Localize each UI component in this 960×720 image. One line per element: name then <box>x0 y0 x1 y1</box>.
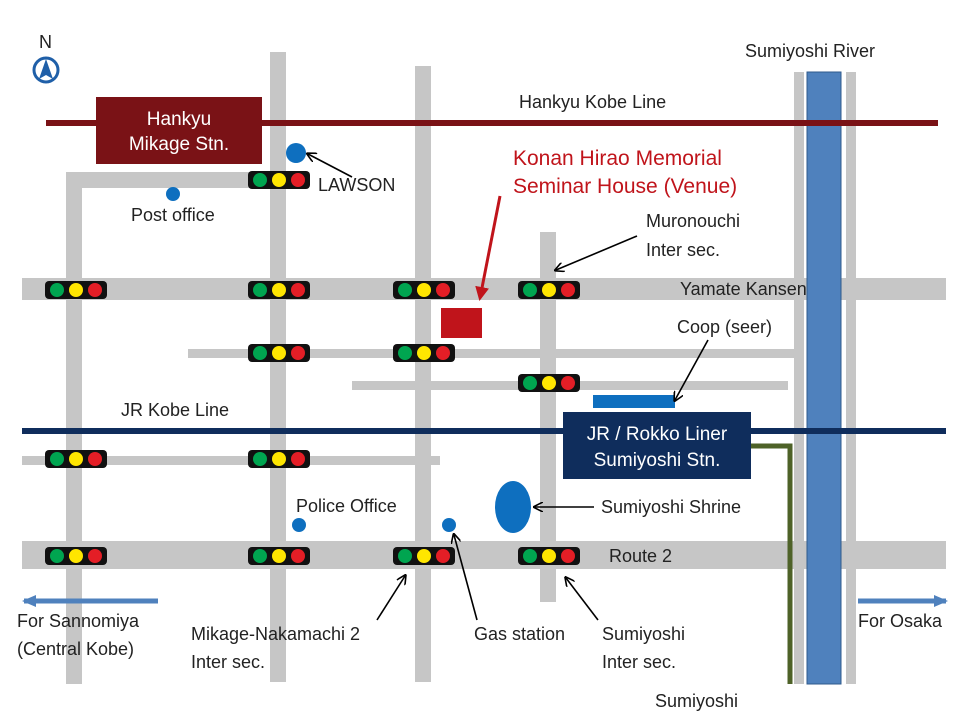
jr-station-name-2: Sumiyoshi Stn. <box>594 450 721 471</box>
road-post-office <box>66 172 286 188</box>
hankyu-station-name-2: Mikage Stn. <box>129 134 229 155</box>
lawson-arrow <box>308 154 353 178</box>
lawson-label: LAWSON <box>318 175 395 195</box>
jr-kobe-line <box>22 428 946 434</box>
osaka-label: For Osaka <box>858 611 943 631</box>
north-arrow-icon <box>32 56 60 84</box>
sumiyoshi-inter-label: Sumiyoshi <box>602 624 685 644</box>
sumiyoshi-shrine-marker <box>495 481 531 533</box>
traffic-signal-icon <box>248 547 310 565</box>
route-2-label: Route 2 <box>609 546 672 566</box>
muronouchi-label: Muronouchi <box>646 211 740 231</box>
jr-station-name: JR / Rokko Liner <box>587 424 728 445</box>
sannomiya-label: For Sannomiya <box>17 611 140 631</box>
gas-station-arrow <box>454 535 478 621</box>
hankyu-line-label: Hankyu Kobe Line <box>519 92 666 112</box>
venue-arrow <box>475 195 502 301</box>
road-river-west <box>794 72 804 684</box>
gas-station-label: Gas station <box>474 624 565 644</box>
traffic-signal-icon <box>518 547 580 565</box>
jr-line-label: JR Kobe Line <box>121 400 229 420</box>
sannomiya-label-2: (Central Kobe) <box>17 639 134 659</box>
jr-sumiyoshi-station <box>563 412 751 479</box>
traffic-signals <box>45 171 580 565</box>
police-office-label: Police Office <box>296 496 397 516</box>
nakamachi-label-2: Inter sec. <box>191 652 265 672</box>
yamate-kansen-label: Yamate Kansen <box>680 279 807 299</box>
road-river-east <box>846 72 856 684</box>
coop-label: Coop (seer) <box>677 317 772 337</box>
compass-letter: N <box>39 32 52 52</box>
coop-arrow <box>675 339 709 400</box>
venue-label: Konan Hirao Memorial <box>513 147 722 170</box>
venue-label-2: Seminar House (Venue) <box>513 175 737 198</box>
sumiyoshi-bottom-label: Sumiyoshi <box>655 691 738 711</box>
nakamachi-label: Mikage-Nakamachi 2 <box>191 624 360 644</box>
hankyu-station-name: Hankyu <box>147 109 211 130</box>
hankyu-mikage-station <box>96 97 262 164</box>
traffic-signal-icon <box>45 281 107 299</box>
traffic-signal-icon <box>248 281 310 299</box>
traffic-signal-icon <box>393 281 455 299</box>
traffic-signal-icon <box>45 450 107 468</box>
shrine-label: Sumiyoshi Shrine <box>601 497 741 517</box>
traffic-signal-icon <box>248 344 310 362</box>
lawson-marker <box>286 143 306 163</box>
traffic-signal-icon <box>393 547 455 565</box>
sumiyoshi-inter-label-2: Inter sec. <box>602 652 676 672</box>
post-office-marker <box>166 187 180 201</box>
traffic-signal-icon <box>393 344 455 362</box>
traffic-signal-icon <box>248 450 310 468</box>
police-office-marker <box>292 518 306 532</box>
venue-marker <box>441 308 482 338</box>
traffic-signal-icon <box>248 171 310 189</box>
road-sumiyoshi <box>540 232 556 602</box>
rokko-liner-line <box>735 443 793 684</box>
road-south-jr <box>22 456 440 465</box>
road-mikage <box>270 52 286 682</box>
sumiyoshi-river <box>806 71 842 685</box>
road-mid <box>188 349 794 358</box>
traffic-signal-icon <box>518 374 580 392</box>
post-office-label: Post office <box>131 205 215 225</box>
muronouchi-label-2: Inter sec. <box>646 240 720 260</box>
traffic-signal-icon <box>518 281 580 299</box>
sumiyoshi-inter-arrow <box>566 578 599 621</box>
traffic-signal-icon <box>45 547 107 565</box>
muronouchi-arrow <box>556 235 638 270</box>
road-center <box>415 66 431 682</box>
hankyu-kobe-line <box>46 120 938 126</box>
coop-marker <box>593 395 675 408</box>
gas-station-marker <box>442 518 456 532</box>
river-label: Sumiyoshi River <box>745 41 875 61</box>
nakamachi-arrow <box>376 576 405 621</box>
